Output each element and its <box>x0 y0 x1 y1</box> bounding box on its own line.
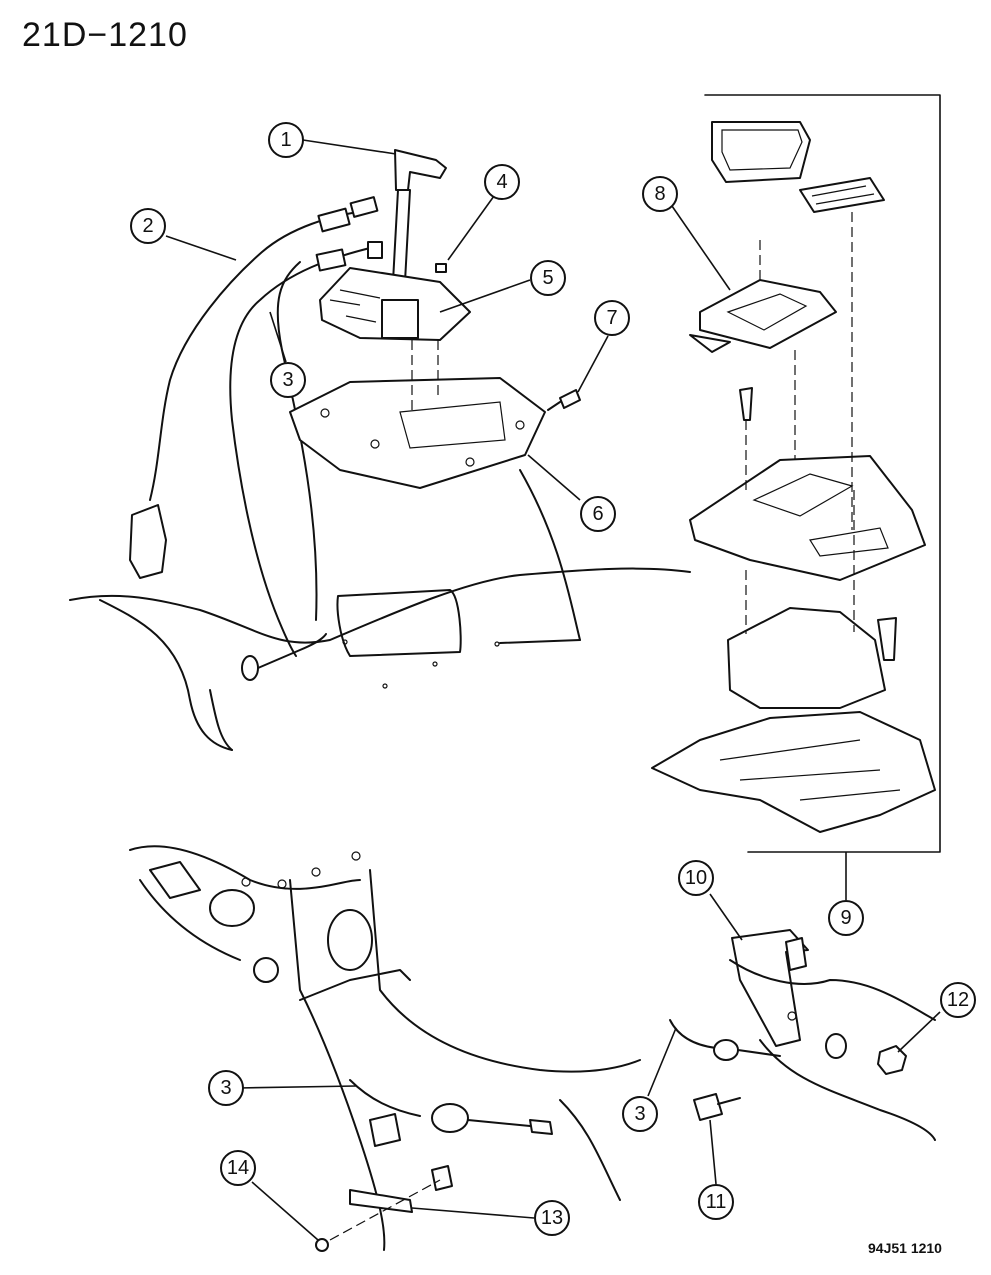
bracket-and-cable-right <box>669 929 936 1141</box>
callout-5: 5 <box>530 260 566 296</box>
callout-3-lower-left: 3 <box>208 1070 244 1106</box>
callout-label: 8 <box>654 183 665 205</box>
cable-3-lower-left <box>315 1079 553 1252</box>
callout-label: 12 <box>947 989 969 1011</box>
leader-lines <box>165 139 941 1241</box>
callout-3-upper: 3 <box>270 362 306 398</box>
callout-label: 1 <box>280 129 291 151</box>
callout-label: 10 <box>685 867 707 889</box>
callout-10: 10 <box>678 860 714 896</box>
callout-label: 3 <box>634 1103 645 1125</box>
callout-label: 4 <box>496 171 507 193</box>
callout-13: 13 <box>534 1200 570 1236</box>
callout-12: 12 <box>940 982 976 1018</box>
callout-label: 3 <box>282 369 293 391</box>
callout-label: 11 <box>706 1191 727 1213</box>
callout-label: 9 <box>840 907 851 929</box>
callout-label: 3 <box>220 1077 231 1099</box>
mounting-plate <box>289 340 546 489</box>
callout-3-right: 3 <box>622 1096 658 1132</box>
callout-label: 2 <box>142 215 153 237</box>
callout-6: 6 <box>580 496 616 532</box>
page-code: 21D−1210 <box>22 16 188 54</box>
callout-label: 14 <box>227 1157 249 1179</box>
callout-label: 5 <box>542 267 553 289</box>
callout-1: 1 <box>268 122 304 158</box>
callout-7: 7 <box>594 300 630 336</box>
assembly-9-bracket <box>704 94 941 900</box>
callout-8: 8 <box>642 176 678 212</box>
callout-9: 9 <box>828 900 864 936</box>
shifter-mechanism <box>319 263 471 341</box>
transmission-housing <box>129 845 641 1251</box>
callout-4: 4 <box>484 164 520 200</box>
callout-11: 11 <box>698 1184 734 1220</box>
console-assembly <box>651 121 936 833</box>
shift-lever <box>391 149 447 301</box>
drawing-code: 94J51 1210 <box>868 1240 942 1256</box>
bolt-7 <box>547 389 581 411</box>
cable-2 <box>129 196 379 579</box>
callout-label: 13 <box>541 1207 563 1229</box>
callout-label: 6 <box>592 503 603 525</box>
callout-2: 2 <box>130 208 166 244</box>
callout-label: 7 <box>606 307 617 329</box>
callout-14: 14 <box>220 1150 256 1186</box>
vehicle-floor-tunnel <box>69 469 691 751</box>
